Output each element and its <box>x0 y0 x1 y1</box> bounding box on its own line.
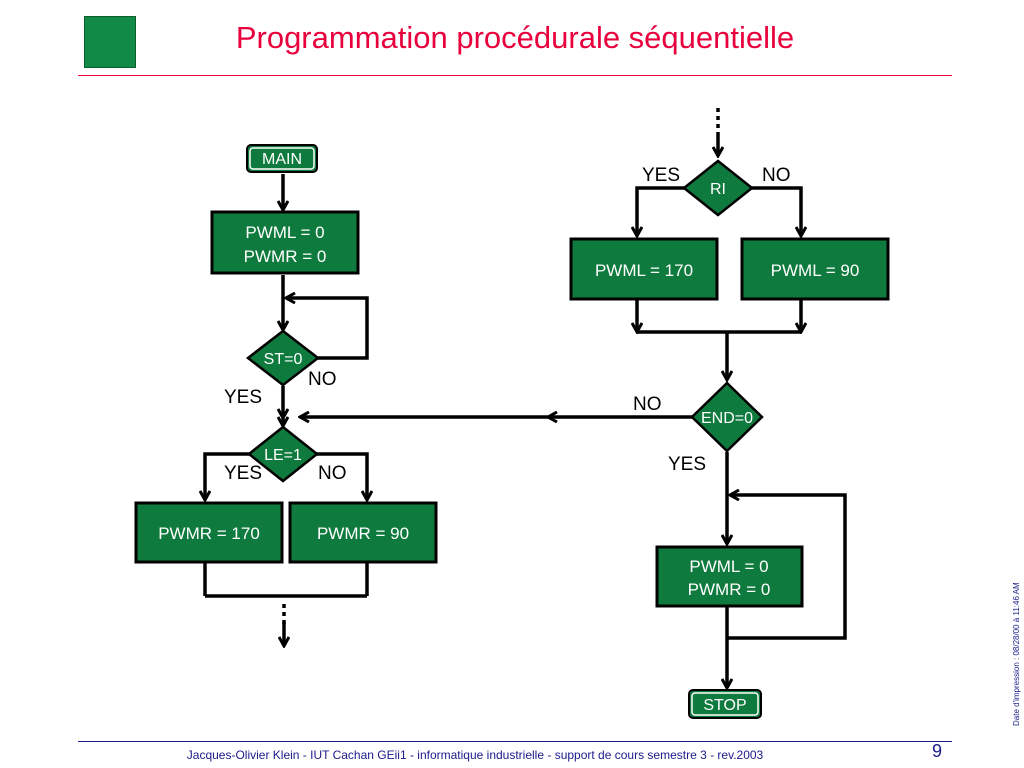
pwml-90-block: PWML = 90 <box>740 237 890 301</box>
print-date: Date d'impression : 08/28/00 à 11:46 AM <box>1012 582 1021 726</box>
stop-label: STOP <box>703 697 746 714</box>
pwml-170-block: PWML = 170 <box>569 237 719 301</box>
connector <box>752 186 801 236</box>
pwml-170-label: PWML = 170 <box>595 261 693 280</box>
logo-square <box>84 16 136 68</box>
st-yes-label: YES <box>224 387 262 408</box>
connector <box>316 452 367 500</box>
ri-no-label: NO <box>762 165 791 186</box>
le-yes-label: YES <box>224 463 262 484</box>
title-divider <box>78 75 952 76</box>
init-left-block: PWML = 0 PWMR = 0 <box>210 210 360 275</box>
connector <box>205 452 250 500</box>
ri-decision: RI <box>681 159 755 217</box>
loop-connector <box>727 495 847 640</box>
pwmr-90-label: PWMR = 90 <box>317 524 409 543</box>
init-right-line-1: PWML = 0 <box>689 557 768 576</box>
page-number: 9 <box>932 741 943 761</box>
loop-connector <box>286 298 369 360</box>
footer-credit: Jacques-Olivier Klein - IUT Cachan GEii1… <box>186 748 764 762</box>
st-label: ST=0 <box>264 351 303 368</box>
connector <box>637 186 684 236</box>
ri-yes-label: YES <box>642 165 680 186</box>
init-left-line-2: PWMR = 0 <box>244 247 327 266</box>
init-right-line-2: PWMR = 0 <box>688 580 771 599</box>
pwmr-170-block: PWMR = 170 <box>134 501 284 564</box>
end-decision: END=0 <box>690 381 764 453</box>
le-label: LE=1 <box>264 447 302 464</box>
st-no-label: NO <box>308 369 337 390</box>
st-decision: ST=0 <box>245 329 321 387</box>
main-terminal: MAIN <box>246 144 318 173</box>
pwmr-90-block: PWMR = 90 <box>288 501 438 564</box>
init-right-block: PWML = 0 PWMR = 0 <box>655 545 804 608</box>
end-no-label: NO <box>633 394 662 415</box>
end-yes-label: YES <box>668 454 706 475</box>
init-left-line-1: PWML = 0 <box>245 223 324 242</box>
page-title: Programmation procédurale séquentielle <box>235 20 795 55</box>
stop-terminal: STOP <box>688 689 762 719</box>
pwml-90-label: PWML = 90 <box>771 261 860 280</box>
end-label: END=0 <box>701 410 753 427</box>
le-no-label: NO <box>318 463 347 484</box>
le-decision: LE=1 <box>246 425 320 483</box>
footer-divider <box>78 741 952 742</box>
ri-label: RI <box>710 181 726 198</box>
main-label: MAIN <box>262 151 302 168</box>
pwmr-170-label: PWMR = 170 <box>158 524 260 543</box>
